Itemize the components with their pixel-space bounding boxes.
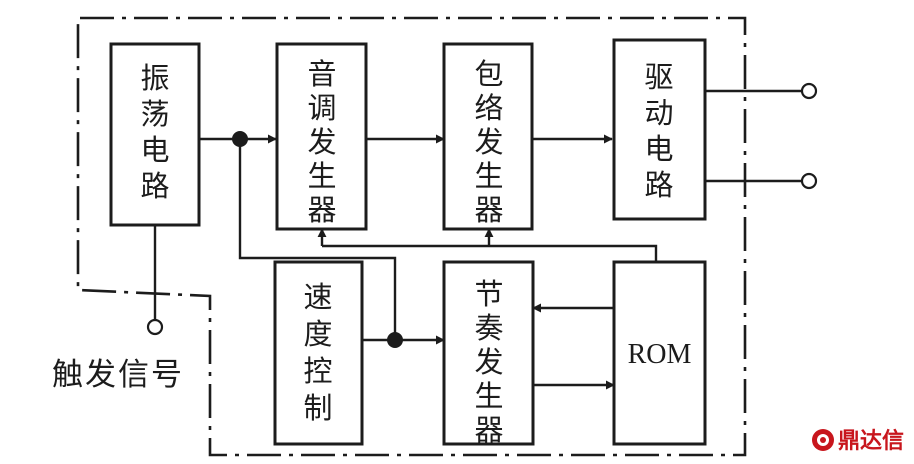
enclosure-boundary [76,16,747,457]
driver-label: 驱动电路 [644,60,673,202]
tone-generator-label: 音调发生器 [307,57,336,227]
tone-generator-block: 音调发生器 [275,42,368,231]
driver-block: 驱动电路 [612,38,707,221]
output-terminal-top [800,82,818,100]
trigger-input-terminal [146,318,164,336]
junction-dot-lower [387,332,403,348]
rom-block: ROM [612,260,707,446]
oscillator-label: 振荡电路 [140,61,169,203]
envelope-generator-block: 包络发生器 [442,42,534,231]
output-terminal-bottom [800,172,818,190]
watermark-logo: 鼎达信 [812,428,904,454]
envelope-generator-label: 包络发生器 [474,57,503,227]
rhythm-generator-label: 节奏发生器 [474,277,503,447]
oscillator-block: 振荡电路 [109,42,201,227]
speed-control-block: 速度控制 [273,260,364,446]
wire-branch-to-speed-node [238,139,397,340]
speed-control-label: 速度控制 [303,280,332,425]
wire-rom-bus [322,244,658,262]
trigger-signal-label: 触发信号 [52,357,184,393]
rom-label: ROM [628,339,692,370]
rhythm-generator-block: 节奏发生器 [442,260,535,447]
junction-dot-upper [232,131,248,147]
watermark-text: 鼎达信 [838,428,904,454]
